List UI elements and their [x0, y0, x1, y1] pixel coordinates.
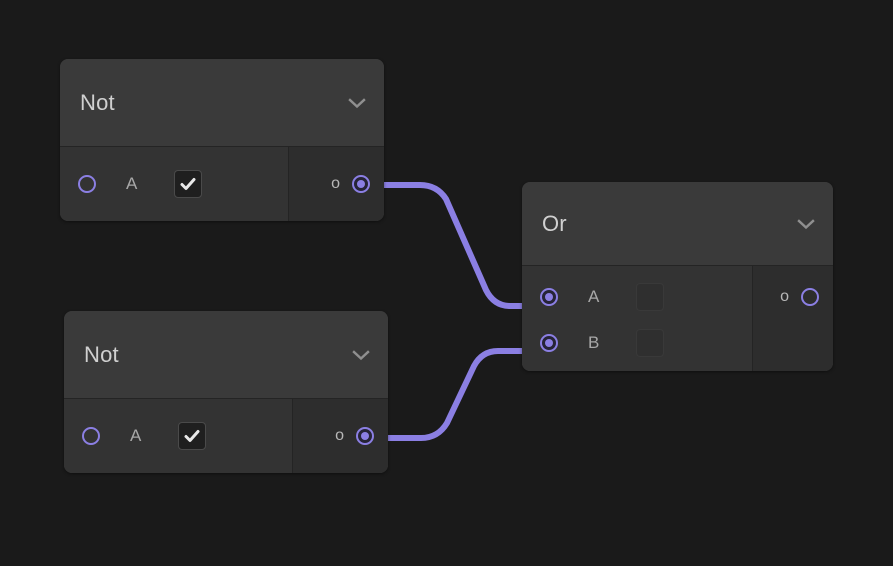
output-label-o: o: [335, 427, 344, 444]
input-checkbox-b[interactable]: [636, 329, 664, 357]
input-checkbox-a[interactable]: [178, 422, 206, 450]
node-not-1[interactable]: Not A o: [60, 59, 384, 221]
input-port-b[interactable]: [540, 334, 558, 352]
output-row[interactable]: o: [289, 147, 384, 221]
check-icon: [180, 178, 196, 190]
check-icon: [184, 430, 200, 442]
node-not-2[interactable]: Not A o: [64, 311, 388, 473]
node-title: Not: [84, 341, 119, 367]
node-title: Not: [80, 89, 115, 115]
chevron-down-icon[interactable]: [348, 97, 366, 109]
output-port-o[interactable]: [356, 427, 374, 445]
node-outputs: o: [292, 399, 388, 473]
node-outputs: o: [288, 147, 384, 221]
input-port-a[interactable]: [82, 427, 100, 445]
input-row[interactable]: A: [64, 399, 292, 473]
node-header[interactable]: Or: [522, 182, 833, 266]
input-label-a: A: [130, 426, 142, 445]
input-port-a[interactable]: [78, 175, 96, 193]
input-label-a: A: [126, 174, 138, 193]
input-port-a[interactable]: [540, 288, 558, 306]
node-body: A o: [60, 147, 384, 221]
node-title: Or: [542, 210, 567, 236]
output-label-o: o: [780, 288, 789, 305]
node-body: A B o: [522, 266, 833, 371]
input-row[interactable]: A: [522, 274, 752, 320]
node-header[interactable]: Not: [60, 59, 384, 147]
input-checkbox-a[interactable]: [174, 170, 202, 198]
input-label-b: B: [588, 333, 600, 352]
node-header[interactable]: Not: [64, 311, 388, 399]
node-inputs: A: [60, 147, 288, 221]
input-checkbox-a[interactable]: [636, 283, 664, 311]
chevron-down-icon[interactable]: [352, 349, 370, 361]
output-port-o[interactable]: [801, 288, 819, 306]
node-inputs: A B: [522, 266, 752, 371]
output-port-o[interactable]: [352, 175, 370, 193]
node-outputs: o: [752, 266, 833, 371]
input-label-a: A: [588, 287, 600, 306]
input-row[interactable]: A: [60, 147, 288, 221]
output-label-o: o: [331, 175, 340, 192]
node-body: A o: [64, 399, 388, 473]
node-or-1[interactable]: Or A B o: [522, 182, 833, 371]
output-row[interactable]: o: [293, 399, 388, 473]
input-row[interactable]: B: [522, 320, 752, 366]
node-inputs: A: [64, 399, 292, 473]
output-row[interactable]: o: [753, 274, 833, 320]
chevron-down-icon[interactable]: [797, 218, 815, 230]
